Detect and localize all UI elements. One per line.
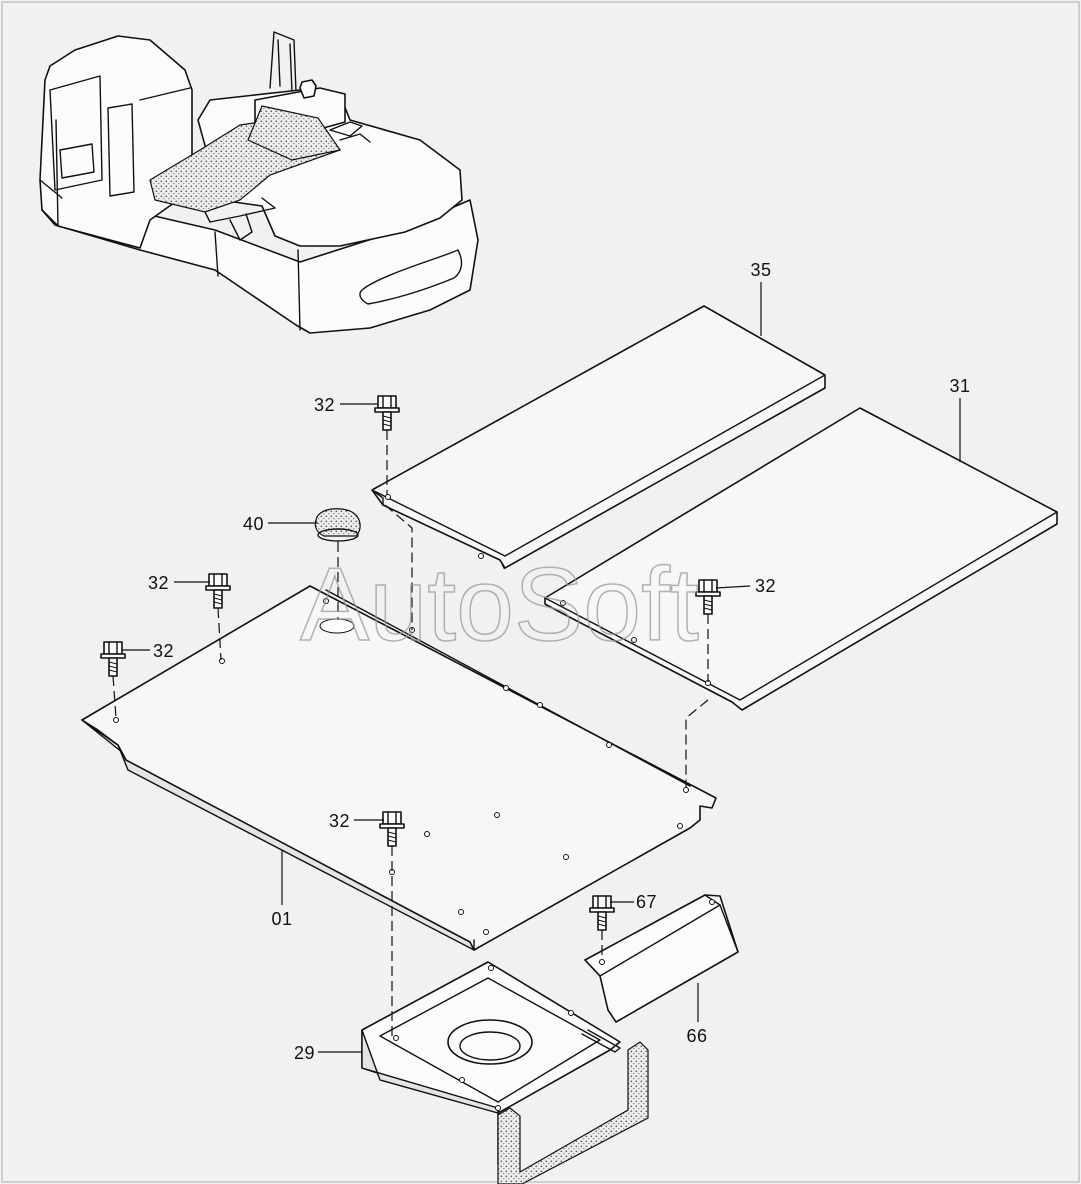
bolt-32-left-lower (100, 641, 126, 677)
callout-32-left-upper: 32 (148, 573, 169, 593)
cover-plate-35 (371, 305, 826, 569)
callout-32-center: 32 (329, 811, 350, 831)
callout-35: 35 (750, 260, 771, 280)
assembly-lines (112, 430, 709, 1036)
bolt-32-top (374, 395, 400, 431)
callout-32-top: 32 (314, 395, 335, 415)
plug-40 (314, 508, 361, 542)
watermark-text: AutoSoft (300, 547, 699, 663)
tray-29 (361, 961, 649, 1184)
leader-lines (122, 282, 961, 1053)
bolt-32-left-upper (205, 573, 231, 609)
bolt-67 (589, 895, 615, 931)
callout-32-right: 32 (755, 576, 776, 596)
callout-67: 67 (636, 892, 657, 912)
callout-40: 40 (243, 514, 264, 534)
callout-66: 66 (686, 1026, 707, 1046)
cover-plate-31 (544, 407, 1058, 711)
bracket-66 (584, 894, 739, 1023)
excavator-overview-illustration (39, 31, 479, 334)
floor-plate-01 (81, 585, 717, 951)
callout-32-left-lower: 32 (153, 641, 174, 661)
seal-foam-strip (497, 1041, 649, 1184)
callout-labels: 35 31 32 40 32 32 32 32 01 67 66 29 (148, 260, 970, 1063)
callout-01: 01 (271, 909, 292, 929)
callout-29: 29 (294, 1043, 315, 1063)
oil-filler-hole (319, 618, 355, 634)
callout-31: 31 (949, 376, 970, 396)
tray-opening (447, 1019, 533, 1065)
